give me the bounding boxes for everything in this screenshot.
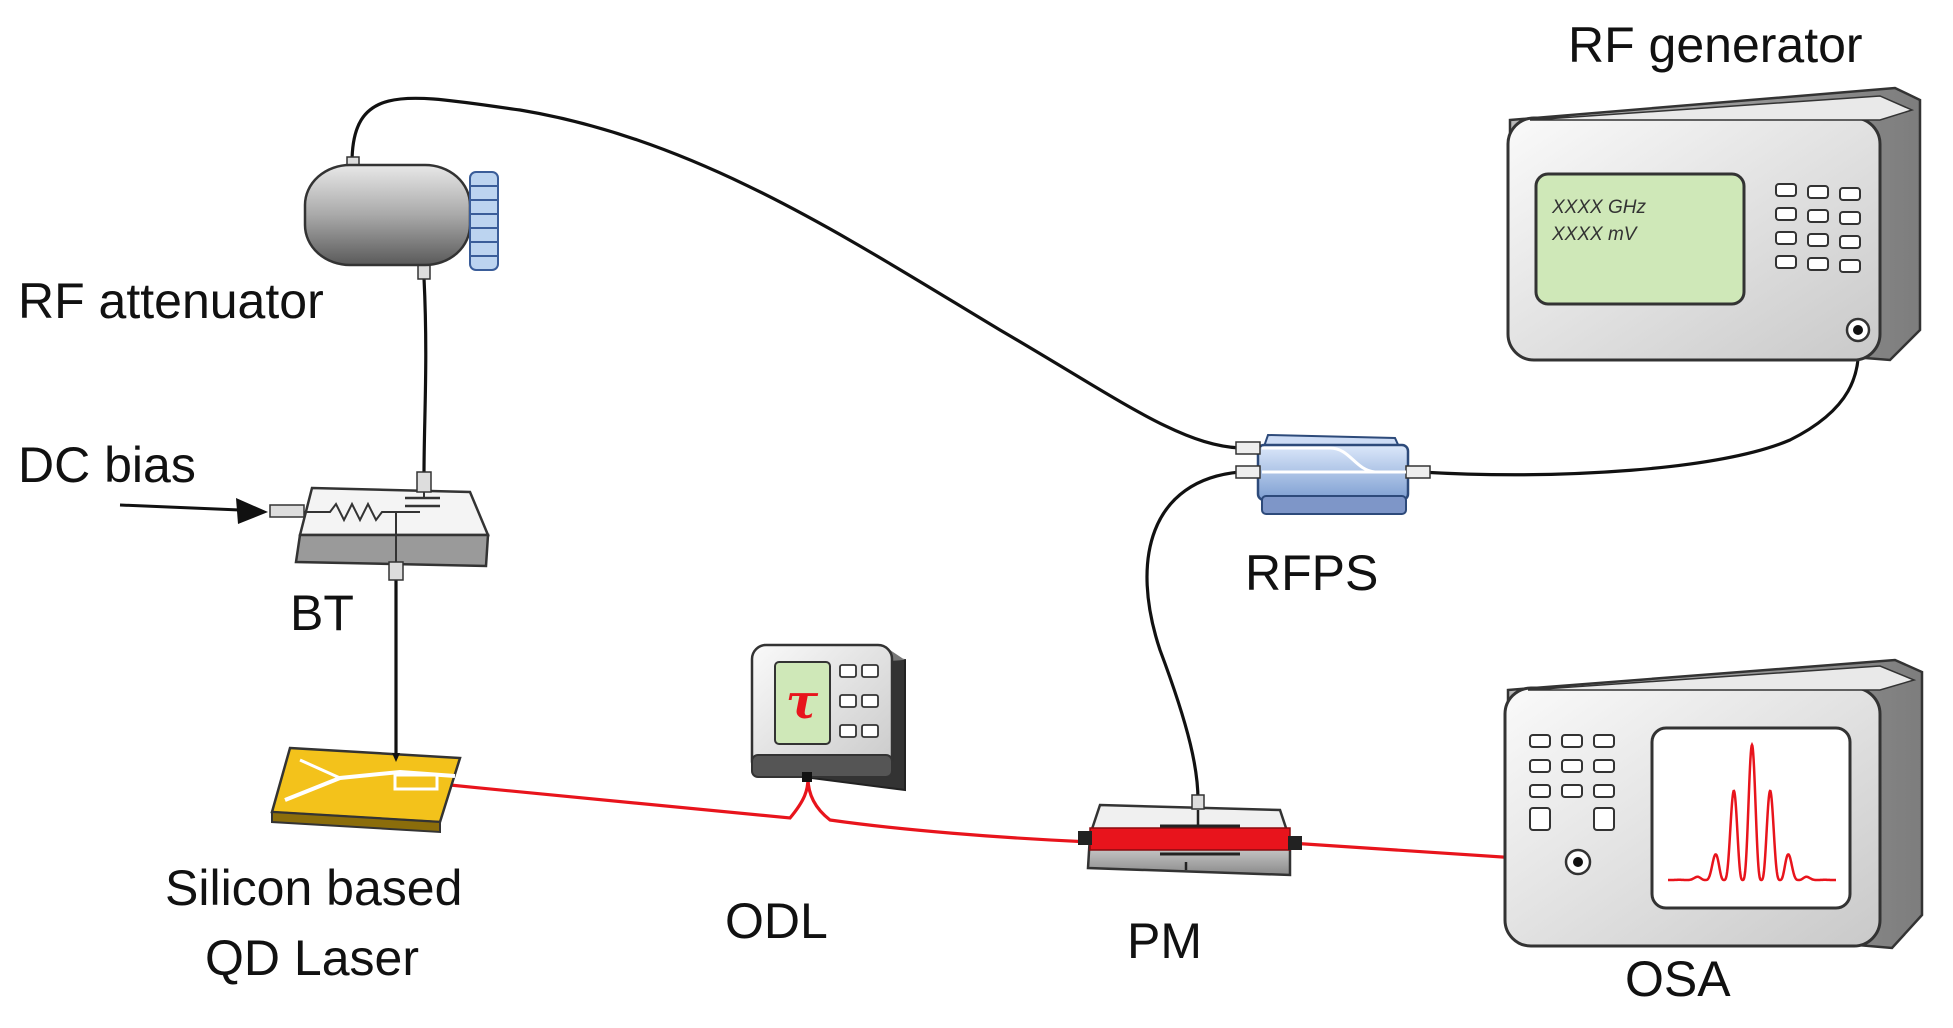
label-pm: PM — [1127, 913, 1202, 969]
rf-attenuator — [303, 156, 499, 280]
osa-spectrum-trace — [1668, 741, 1836, 882]
label-rf-attenuator: RF attenuator — [18, 273, 324, 329]
rf-generator-display-line1: XXXX GHz — [1551, 197, 1646, 218]
label-laser-line2: QD Laser — [205, 930, 419, 986]
odl-tau-symbol: τ — [786, 674, 819, 730]
optical-delay-line: τ — [750, 643, 906, 792]
odl-buttons[interactable] — [839, 664, 879, 738]
optical-spectrum-analyzer — [1503, 658, 1924, 950]
fiber-laser-to-pm — [449, 777, 1091, 844]
label-dc-bias: DC bias — [18, 437, 196, 493]
rf-power-splitter — [1235, 433, 1431, 515]
rf-generator-keypad[interactable] — [1775, 183, 1861, 273]
osa-keypad[interactable] — [1529, 734, 1615, 831]
rf-generator-output-port[interactable] — [1845, 317, 1871, 343]
cable-attenuator-to-bt — [422, 277, 428, 475]
optical-fibers — [449, 777, 1579, 864]
phase-modulator — [1078, 794, 1302, 877]
qd-laser-chip — [270, 746, 462, 834]
cable-attenuator-to-rfps — [350, 96, 1241, 450]
rf-generator: XXXX GHz XXXX mV — [1506, 86, 1922, 362]
dc-bias-arrow — [119, 498, 268, 524]
rf-generator-display-line2: XXXX mV — [1551, 224, 1639, 245]
cable-rfps-to-pm — [1145, 470, 1241, 801]
attenuator-knob[interactable] — [469, 171, 499, 271]
cable-rfps-to-rfgen — [1419, 334, 1861, 477]
label-rf-generator: RF generator — [1568, 17, 1863, 73]
label-laser-line1: Silicon based — [165, 860, 462, 916]
label-rfps: RFPS — [1245, 545, 1378, 601]
bias-tee — [269, 471, 490, 581]
osa-input-port[interactable] — [1564, 848, 1592, 876]
label-osa: OSA — [1625, 951, 1731, 1007]
label-odl: ODL — [725, 893, 828, 949]
label-bt: BT — [290, 585, 354, 641]
rf-cables — [350, 96, 1861, 801]
